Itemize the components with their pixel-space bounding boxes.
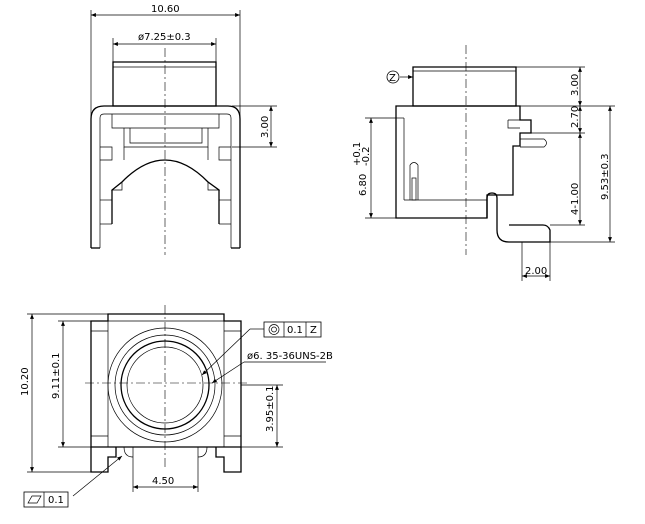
datum-z-label: Z (389, 73, 396, 84)
pin-spacing-label: 4.50 (152, 476, 174, 487)
cap-diameter-label: ø7.25±0.3 (138, 32, 191, 43)
concentricity-frame (263, 321, 322, 338)
flatness-icon (27, 495, 42, 504)
overall-length-label: 10.20 (20, 367, 31, 396)
thread-callout-label: ø6. 35-36UNS-2B (247, 351, 333, 362)
cap-height-label: 3.00 (570, 74, 581, 96)
lead-width-label: 2.00 (525, 266, 547, 277)
body-depth-label: 3.00 (260, 116, 271, 138)
body-height-nominal-label: 6.80 (358, 174, 369, 196)
concentricity-datum-label: Z (310, 325, 317, 336)
datum-z-symbol (386, 70, 400, 84)
body-length-label: 9.11±0.1 (51, 352, 62, 399)
concentricity-icon (271, 326, 277, 333)
flatness-tolerance-label: 0.1 (48, 495, 64, 506)
side-view (365, 45, 615, 281)
overall-width-label: 10.60 (151, 4, 180, 15)
top-view (23, 305, 326, 508)
body-height-minus-label: -0.2 (361, 146, 372, 166)
body-height-plus-label: +0.1 (352, 142, 363, 166)
front-view (90, 10, 277, 255)
lead-height-label: 4-1.00 (570, 183, 581, 215)
hole-offset-label: 3.95±0.1 (265, 385, 276, 432)
step-height-label: 2.70 (570, 106, 581, 128)
total-height-label: 9.53±0.3 (600, 153, 611, 200)
concentricity-tolerance-label: 0.1 (287, 325, 303, 336)
